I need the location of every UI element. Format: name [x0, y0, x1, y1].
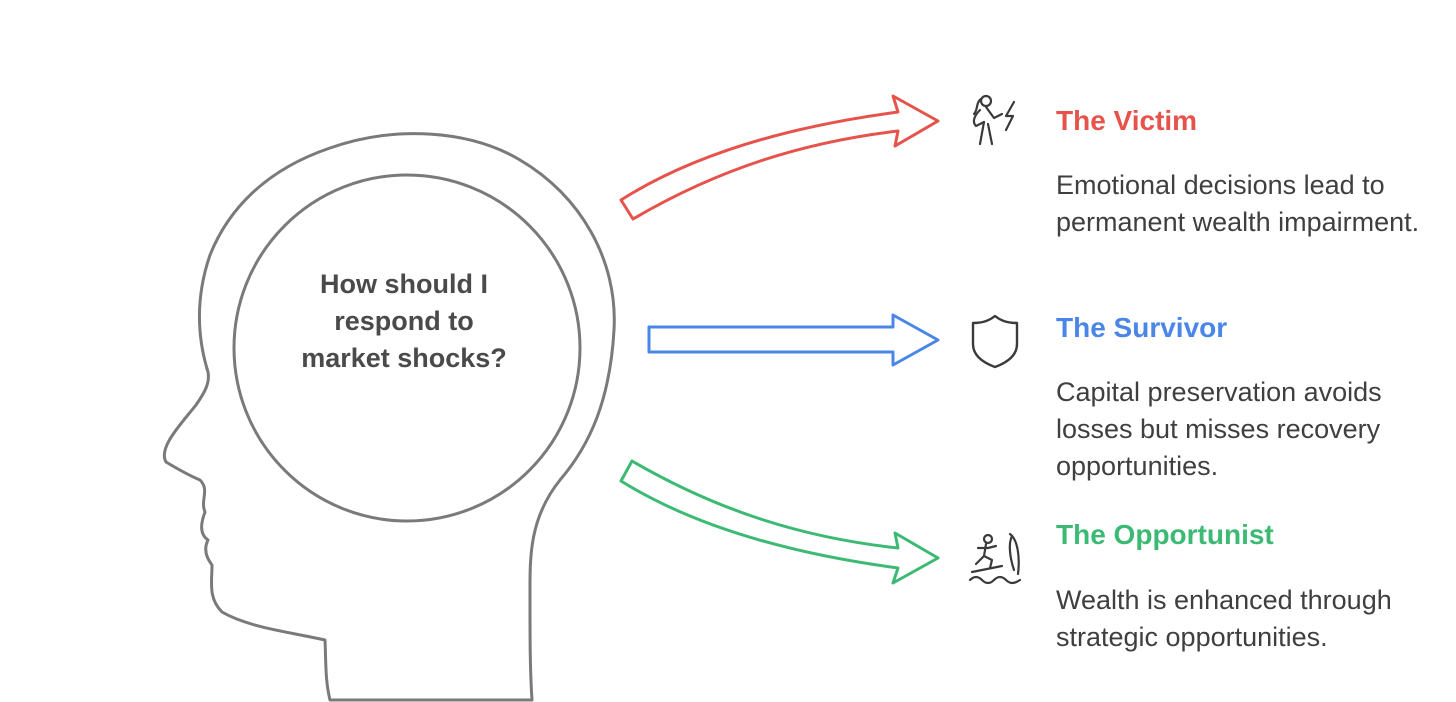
arrow-victim: [619, 94, 940, 221]
central-question: How should I respond to market shocks?: [301, 269, 507, 373]
head-silhouette: [162, 132, 616, 702]
option-title-survivor: The Survivor: [1056, 312, 1228, 343]
option-title-opportunist: The Opportunist: [1056, 519, 1274, 550]
option-desc-victim: Emotional decisions lead to permanent we…: [1056, 170, 1420, 237]
option-desc-opportunist: Wealth is enhanced through strategic opp…: [1056, 585, 1392, 652]
thought-circle: [232, 173, 582, 523]
victim-lightning-icon: [966, 92, 1024, 150]
shield-icon: [966, 312, 1024, 370]
surfer-wave-icon: [966, 530, 1024, 588]
option-desc-survivor: Capital preservation avoids losses but m…: [1056, 377, 1382, 481]
arrow-opportunist: [619, 459, 940, 585]
option-title-victim: The Victim: [1056, 105, 1198, 136]
arrow-survivor: [647, 313, 940, 367]
